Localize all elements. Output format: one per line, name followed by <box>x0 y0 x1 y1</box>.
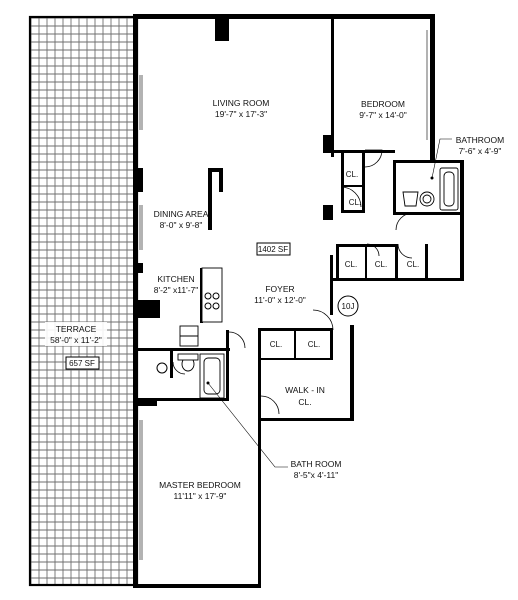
closet-label: CL. <box>407 260 419 269</box>
dining-area-name: DINING AREA <box>154 209 209 219</box>
terrace-area-label: 657 SF <box>69 359 95 368</box>
foyer-name: FOYER <box>265 284 294 294</box>
interior-walls <box>135 17 463 406</box>
terrace-dim: 58'-0" x 11'-2" <box>50 335 102 345</box>
terrace-area-box <box>65 356 100 370</box>
master-bedroom-name: MASTER BEDROOM <box>159 480 241 490</box>
closet-label: CL. <box>308 340 320 349</box>
doors <box>172 149 414 415</box>
upper-bath-fixtures <box>402 167 459 211</box>
closet-label: CL. <box>349 198 361 207</box>
window-lines <box>139 30 428 560</box>
unit-tag-label: 10J <box>342 302 355 311</box>
walk-in-name: WALK - IN <box>285 385 325 395</box>
bedroom-dim: 9'-7" x 14'-0" <box>359 110 407 120</box>
terrace-grid <box>30 17 136 584</box>
bedroom-name: BEDROOM <box>361 99 405 109</box>
terrace-name: TERRACE <box>56 324 97 334</box>
master-bedroom-dim: 11'11" x 17'-9" <box>174 491 227 501</box>
closet-labels: CL. CL. CL. CL. CL. CL. CL. <box>270 170 419 349</box>
leader-lines <box>206 138 452 468</box>
closet-label: CL. <box>270 340 282 349</box>
unit-tag-circle <box>337 295 359 317</box>
foyer-dim: 11'-0" x 12'-0" <box>254 295 306 305</box>
lower-bath-fixtures <box>156 353 225 399</box>
kitchen-dim: 8'-2" x11'-7" <box>154 285 199 295</box>
room-labels: LIVING ROOM 19'-7" x 17'-3" BEDROOM 9'-7… <box>45 98 504 501</box>
bathroom-dim: 7'-6" x 4'-9" <box>459 146 502 156</box>
bathroom-name: BATHROOM <box>456 135 504 145</box>
living-room-dim: 19'-7" x 17'-3" <box>215 109 267 119</box>
closet-label: CL. <box>375 260 387 269</box>
closet-label: CL. <box>345 260 357 269</box>
terrace-outline <box>28 15 139 587</box>
closet-label: CL. <box>346 170 358 179</box>
walk-in-dim: CL. <box>298 397 311 407</box>
interior-area-box <box>256 242 291 256</box>
living-room-name: LIVING ROOM <box>213 98 270 108</box>
kitchen-fixtures <box>179 267 223 347</box>
bath-room-dim: 8'-5"x 4'-11" <box>294 470 339 480</box>
kitchen-name: KITCHEN <box>157 274 194 284</box>
bath-room-name: BATH ROOM <box>291 459 342 469</box>
interior-area-label: 1402 SF <box>258 245 288 254</box>
dining-area-dim: 8'-0" x 9'-8" <box>160 220 203 230</box>
